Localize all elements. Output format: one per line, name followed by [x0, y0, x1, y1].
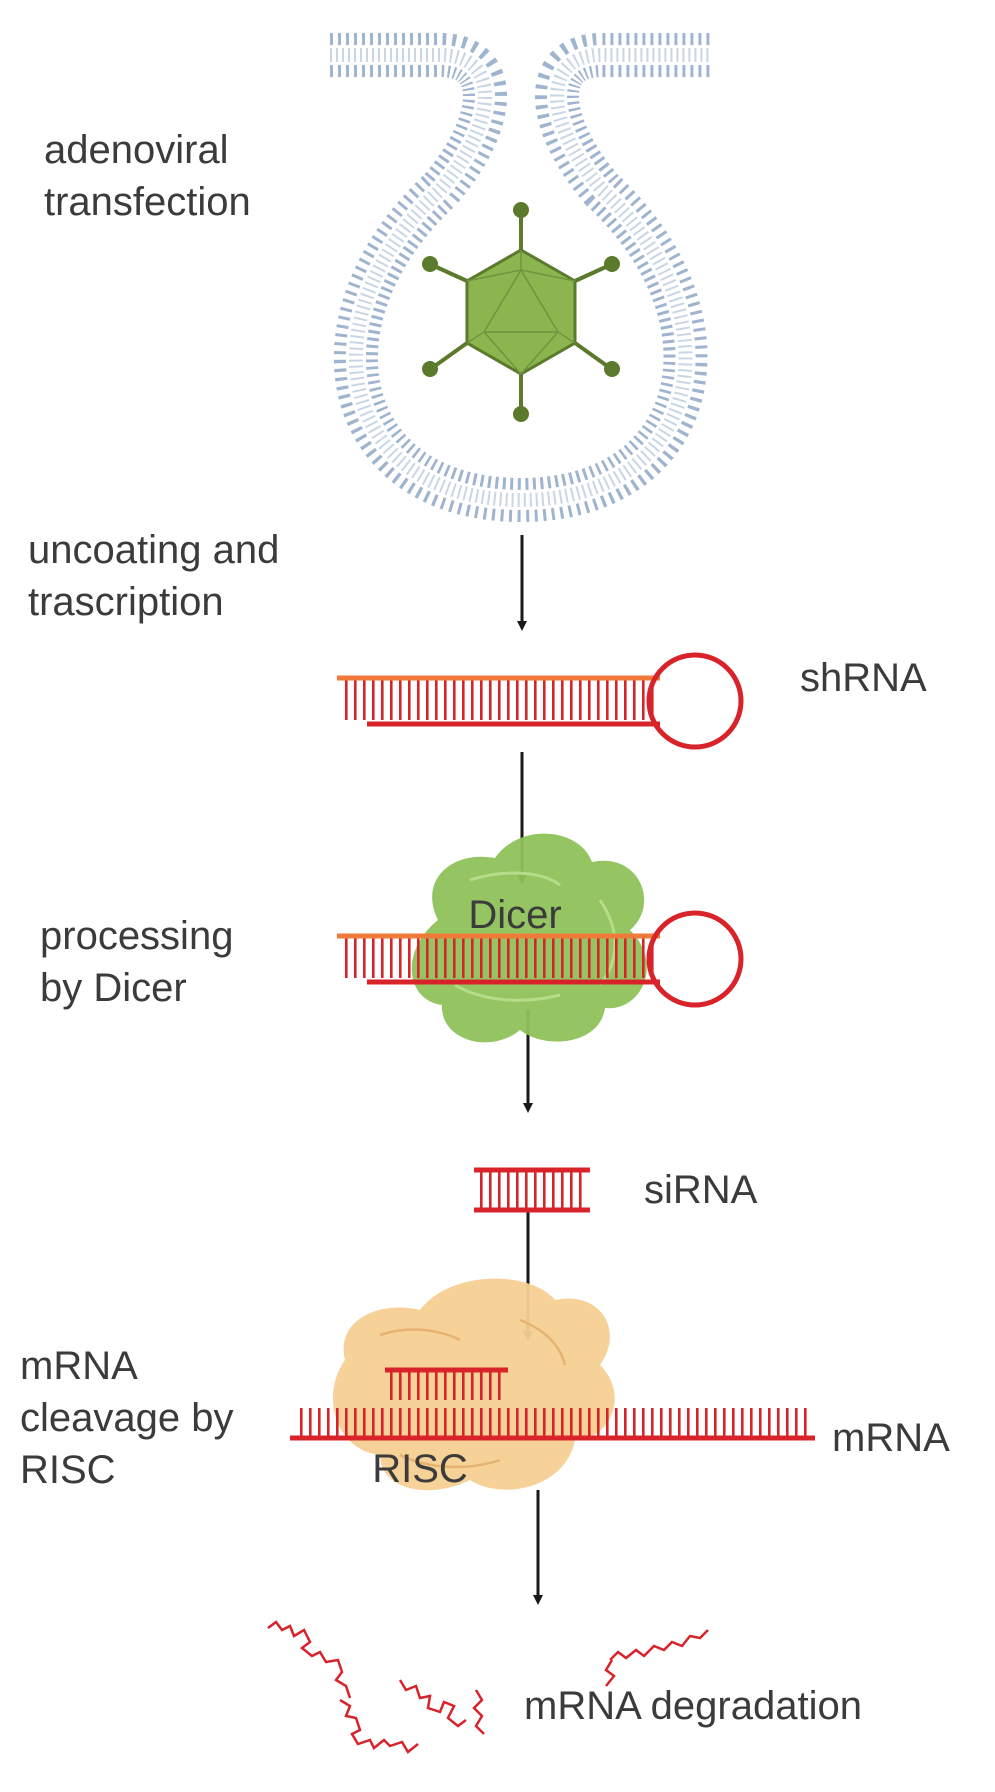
- shrna-hairpin-icon: [337, 652, 744, 750]
- step-label-transfection-line2: transfection: [44, 180, 251, 224]
- sirna-icon: [474, 1167, 590, 1213]
- risc-label: RISC: [372, 1447, 468, 1491]
- degraded-mrna-fragments-icon: [267, 1620, 709, 1754]
- molecule-label-mrna: mRNA: [832, 1416, 950, 1460]
- dicer-bound-shrna-icon: [337, 910, 744, 1008]
- step-label-uncoating-line2: trascription: [28, 580, 224, 624]
- adenovirus-icon: [422, 202, 620, 422]
- step-label-uncoating: uncoating and trascription: [28, 524, 279, 628]
- step-label-cleavage-line3: RISC: [20, 1448, 116, 1492]
- step-label-transfection-line1: adenoviral: [44, 128, 229, 172]
- step-label-transfection: adenoviral transfection: [44, 124, 251, 228]
- step-label-uncoating-line1: uncoating and: [28, 528, 280, 572]
- dicer-label: Dicer: [468, 893, 561, 937]
- target-mrna-icon: [290, 1408, 815, 1441]
- step-label-cleavage-line2: cleavage by: [20, 1396, 234, 1440]
- molecule-label-sirna: siRNA: [644, 1168, 758, 1212]
- molecule-label-degradation: mRNA degradation: [524, 1684, 862, 1728]
- cell-membrane-endosome: [330, 33, 712, 523]
- guide-sirna-icon: [385, 1367, 508, 1400]
- step-label-processing-line1: processing: [40, 914, 234, 958]
- step-label-processing-line2: by Dicer: [40, 966, 187, 1010]
- step-label-processing: processing by Dicer: [40, 910, 233, 1014]
- step-label-cleavage: mRNA cleavage by RISC: [20, 1340, 233, 1496]
- step-label-cleavage-line1: mRNA: [20, 1344, 138, 1388]
- molecule-label-shrna: shRNA: [800, 656, 927, 700]
